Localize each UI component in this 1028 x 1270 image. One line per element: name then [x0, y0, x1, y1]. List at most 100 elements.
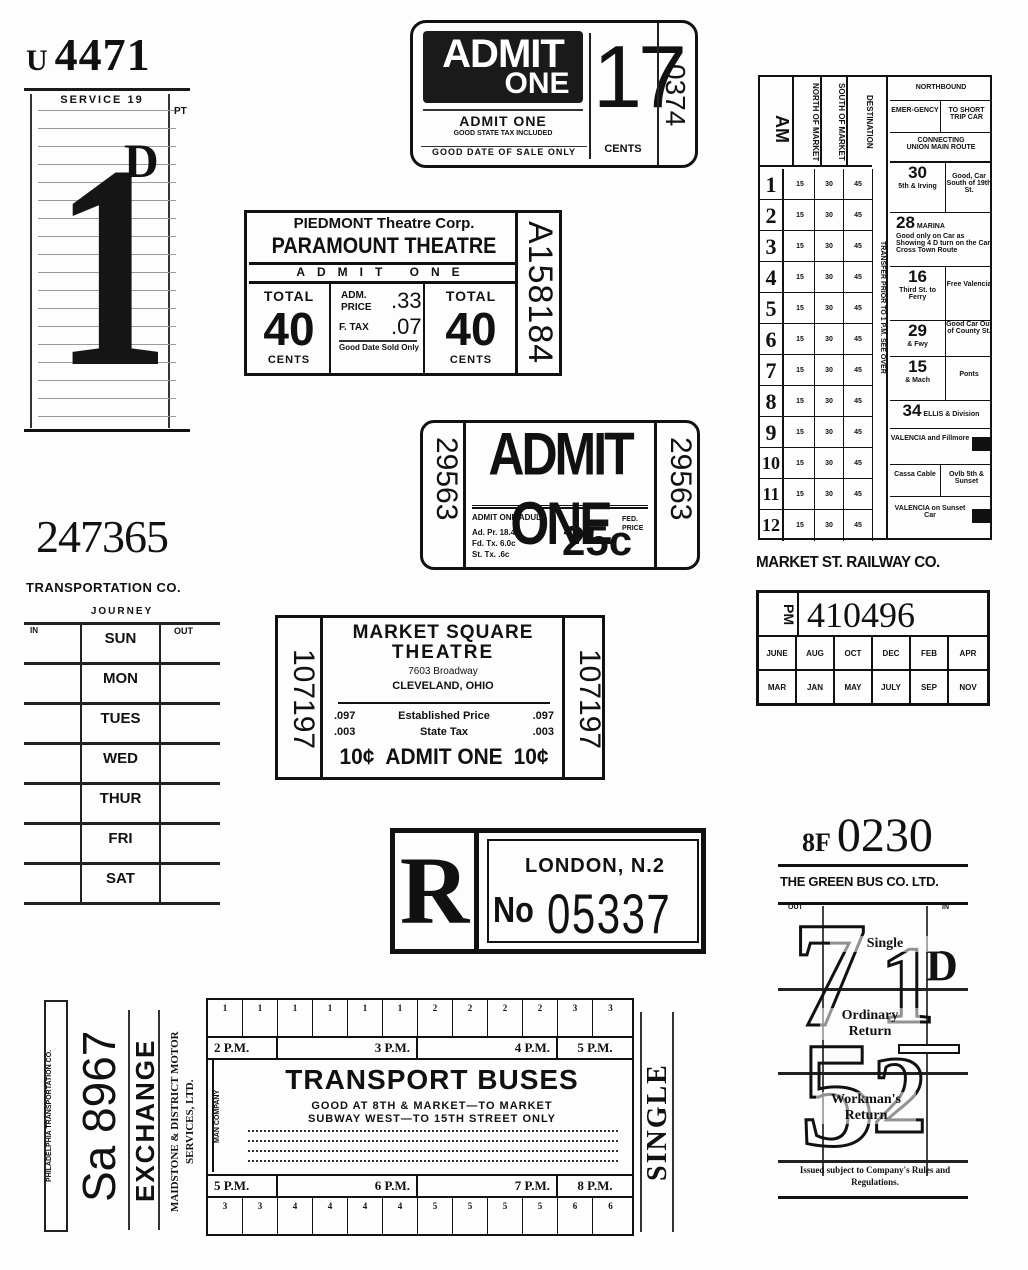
validity-note: GOOD DATE OF SALE ONLY: [421, 146, 587, 157]
market-square-ticket: 107197 MARKET SQUARE THEATRE 7603 Broadw…: [275, 615, 606, 780]
admit-label: ADMIT ONE: [296, 265, 472, 279]
penny-ticket-side-label: PT: [174, 106, 187, 117]
day-cell: THUR: [99, 790, 142, 807]
day-cell: SUN: [104, 630, 137, 647]
price-breakdown: ADM. PRICE .33 F. TAX .07 Good Date Sold…: [333, 284, 425, 373]
transport-line: GOOD AT 8TH & MARKET—TO MARKET: [311, 1100, 553, 1112]
admit-line: ADMIT ONE ADULT: [472, 513, 546, 522]
day-cell: TUES: [100, 710, 141, 727]
side-label: MAN COMPANY: [212, 1060, 232, 1172]
fare-type-label: Workman's Return: [816, 1092, 916, 1124]
london-ticket: R LONDON, N.2 No 05337: [390, 828, 706, 954]
pm-transfer: PM 410496 JUNE AUG OCT DEC FEB APR MAR J…: [756, 590, 990, 706]
exchange-company-frame: PHILADELPHIA TRANSPORTATION CO.: [44, 1000, 68, 1232]
am-label: AM: [760, 77, 794, 167]
london-city: LONDON, N.2: [525, 855, 665, 877]
ticket-serial: 0374: [660, 64, 691, 127]
established-price-row: .097 Established Price .097: [334, 710, 554, 722]
route-cell: VALENCIA and Fillmore: [890, 429, 992, 465]
transfer-header: AM NORTH OF MARKET SOUTH OF MARKET DESTI…: [760, 77, 874, 167]
market-st-railway-transfer: AM NORTH OF MARKET SOUTH OF MARKET DESTI…: [758, 75, 992, 541]
penny-ticket-value: 1: [54, 106, 170, 427]
admit-one-25c-ticket: 29563 ADMIT ONE ADMIT ONE ADULT Ad. Pr. …: [420, 420, 700, 570]
admit-one-badge: ADMIT ONE: [423, 31, 583, 103]
journey-ticket-company: TRANSPORTATION CO.: [26, 580, 182, 595]
theatre-name: MARKET SQUARE: [352, 622, 534, 643]
penny-ticket-unit: D: [124, 135, 159, 188]
total-left: TOTAL 40 CENTS: [249, 284, 331, 373]
journey-ticket-serial: 247365: [36, 511, 169, 562]
day-cell: WED: [103, 750, 138, 767]
fare-type-label: Single: [830, 936, 940, 952]
fed-price-label: FED. PRICE: [622, 516, 644, 532]
paramount-ticket: PIEDMONT Theatre Corp. PARAMOUNT THEATRE…: [244, 210, 562, 376]
pm-serial: 410496: [799, 593, 987, 637]
route-cell: VALENCIA on Sunset Car: [890, 497, 992, 538]
exchange-operator: MAIDSTONE & DISTRICT MOTOR SERVICES, LTD…: [169, 1031, 196, 1213]
number-label: No: [493, 889, 534, 930]
green-bus-footer: Issued subject to Company's Rules and Re…: [799, 1165, 951, 1187]
admit-one-17-ticket: ADMIT ONE ADMIT ONE GOOD STATE TAX INCLU…: [410, 20, 698, 168]
railway-company: MARKET ST. RAILWAY CO.: [756, 554, 940, 571]
ticket-title: ADMIT ONE: [488, 420, 634, 558]
penny-ticket: SERVICE 19 1 D PT: [24, 88, 190, 433]
fare-type-label: Ordinary Return: [820, 1008, 920, 1040]
day-cell: FRI: [108, 830, 133, 847]
transport-line: SUBWAY WEST—TO 15TH STREET ONLY: [308, 1113, 556, 1125]
theatre-city: CLEVELAND, OHIO: [392, 680, 494, 692]
route-cell: 29& Fwy Good Car Out of County St.: [890, 321, 992, 357]
route-cell: NORTHBOUND: [890, 77, 992, 101]
total-right: TOTAL 40 CENTS: [445, 288, 497, 366]
ticket-price: 17: [593, 27, 687, 126]
theatre-name: PARAMOUNT THEATRE: [271, 233, 497, 258]
ticket-price: 25c: [562, 517, 633, 564]
green-bus-company: THE GREEN BUS CO. LTD.: [780, 874, 939, 889]
ticket-body: ADMIT ONE ADMIT ONE ADULT Ad. Pr. 18.4c …: [466, 420, 654, 570]
fee-breakdown: Ad. Pr. 18.4c Fd. Tx. 6.0c St. Tx. .6c: [472, 528, 520, 559]
left-stub: 29563: [420, 420, 466, 570]
right-stub: 29563: [654, 420, 700, 570]
theatre-corp: PIEDMONT Theatre Corp.: [293, 215, 475, 232]
day-cell: SAT: [106, 870, 135, 887]
ticket-serial: 29563: [664, 437, 697, 521]
ticket-serial: A158184: [521, 221, 559, 365]
transport-buses-ticket: 1 1 1 1 1 1 2 2 2 2 3 3 2 P.M. 3 P.M. 4 …: [206, 998, 634, 1236]
route-cell: Cassa Cable Ovlb 5th & Sunset: [890, 465, 992, 497]
ticket-serial: 107197: [287, 648, 320, 750]
route-cell: 28 MARINA Good only on Car as Showing 4 …: [890, 213, 992, 267]
route-cell: 34 ELLIS & Division: [890, 401, 992, 429]
ticket-serial: 107197: [573, 648, 606, 750]
single-label: SINGLE: [640, 1012, 674, 1232]
state-tax-row: .003 State Tax .003: [334, 726, 554, 738]
day-cell: MON: [103, 670, 138, 687]
admit-price-row: 10¢ ADMIT ONE 10¢: [339, 744, 549, 769]
penny-ticket-frame: SERVICE 19 1 D: [30, 94, 176, 428]
journey-grid: IN OUT SUN MON TUES WED THUR FRI SAT: [24, 622, 220, 906]
london-serial: 05337: [547, 882, 672, 945]
ticket-serial: 29563: [430, 437, 463, 521]
penny-ticket-prefix: U: [26, 44, 49, 77]
transfer-label: TRANSFER PRIOR TO 1 P.M. SEE OVER: [872, 77, 888, 538]
admit-one-subtitle: ADMIT ONE: [459, 113, 547, 129]
exchange-serial: Sa 8967: [73, 1030, 125, 1202]
penny-ticket-service: SERVICE 19: [60, 94, 144, 106]
exchange-label: EXCHANGE: [128, 1010, 160, 1230]
class-letter: R: [395, 833, 479, 949]
route-cell: CONNECTING UNION MAIN ROUTE: [890, 133, 992, 163]
price-unit: CENTS: [604, 143, 642, 155]
